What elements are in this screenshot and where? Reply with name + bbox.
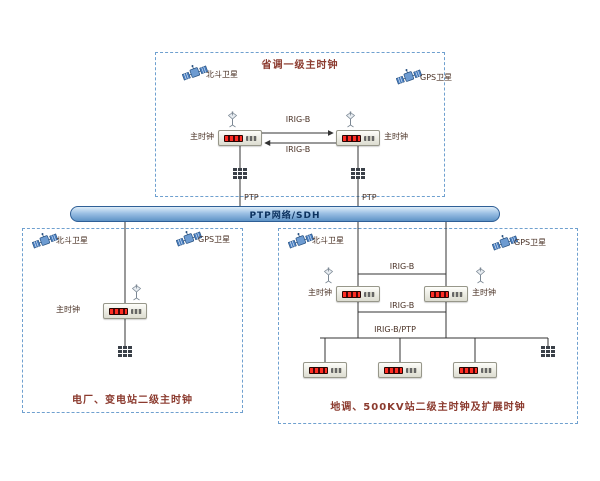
gps-antenna-icon: [475, 267, 486, 284]
terminal-block-icon: [351, 168, 366, 179]
led-display: [342, 135, 361, 142]
led-display: [224, 135, 243, 142]
extension-clock-device: [453, 362, 497, 378]
beidou-satellite-label: 北斗卫星: [206, 70, 238, 79]
irig-b-link-label: IRIG-B: [389, 262, 415, 271]
gps-antenna-icon: [345, 111, 356, 128]
master-clock-label: 主时钟: [190, 132, 214, 141]
regional-station-box: 地调、500KV站二级主时钟及扩展时钟: [278, 228, 578, 424]
beidou-satellite-icon: [32, 233, 58, 249]
extension-clock-device: [378, 362, 422, 378]
irig-b-link-label: IRIG-B: [389, 301, 415, 310]
master-clock-device: [424, 286, 468, 302]
irig-b-link-label: IRIG-B: [285, 115, 311, 124]
master-clock-label: 主时钟: [472, 288, 496, 297]
terminal-block-icon: [541, 346, 556, 357]
master-clock-device: [218, 130, 262, 146]
gps-satellite-label: GPS卫星: [198, 235, 231, 244]
provincial-master-clock-box: 省调一级主时钟: [155, 52, 445, 197]
device-ports: [406, 368, 417, 373]
device-ports: [364, 292, 375, 297]
irig-b-link-label: IRIG-B: [285, 145, 311, 154]
terminal-block-icon: [233, 168, 248, 179]
terminal-block-icon: [118, 346, 133, 357]
led-display: [430, 291, 449, 298]
gps-satellite-icon: [176, 231, 202, 247]
gps-antenna-icon: [131, 284, 142, 301]
led-display: [342, 291, 361, 298]
led-display: [459, 367, 478, 374]
gps-antenna-icon: [323, 267, 334, 284]
ptp-network-bar: PTP网络/SDH: [70, 206, 500, 222]
ptp-link-label: PTP: [244, 193, 259, 202]
beidou-satellite-icon: [182, 65, 208, 81]
ptp-network-label: PTP网络/SDH: [249, 210, 321, 221]
beidou-satellite-icon: [288, 233, 314, 249]
master-clock-device: [103, 303, 147, 319]
master-clock-device: [336, 130, 380, 146]
led-display: [309, 367, 328, 374]
device-ports: [364, 136, 375, 141]
master-clock-label: 主时钟: [384, 132, 408, 141]
plant-substation-caption: 电厂、变电站二级主时钟: [72, 395, 193, 406]
led-display: [384, 367, 403, 374]
extension-clock-device: [303, 362, 347, 378]
plant-substation-box: 电厂、变电站二级主时钟: [22, 228, 243, 413]
device-ports: [452, 292, 463, 297]
master-clock-device: [336, 286, 380, 302]
device-ports: [131, 309, 142, 314]
master-clock-label: 主时钟: [308, 288, 332, 297]
beidou-satellite-label: 北斗卫星: [312, 236, 344, 245]
gps-antenna-icon: [227, 111, 238, 128]
device-ports: [246, 136, 257, 141]
regional-station-caption: 地调、500KV站二级主时钟及扩展时钟: [330, 402, 526, 413]
gps-satellite-icon: [396, 69, 422, 85]
master-clock-label: 主时钟: [56, 305, 80, 314]
ptp-link-label: PTP: [362, 193, 377, 202]
led-display: [109, 308, 128, 315]
gps-satellite-label: GPS卫星: [514, 238, 547, 247]
gps-satellite-label: GPS卫星: [420, 73, 453, 82]
provincial-box-title: 省调一级主时钟: [261, 60, 339, 71]
beidou-satellite-label: 北斗卫星: [56, 236, 88, 245]
irig-b-ptp-bus-label: IRIG-B/PTP: [374, 325, 416, 334]
device-ports: [481, 368, 492, 373]
device-ports: [331, 368, 342, 373]
gps-satellite-icon: [492, 235, 518, 251]
